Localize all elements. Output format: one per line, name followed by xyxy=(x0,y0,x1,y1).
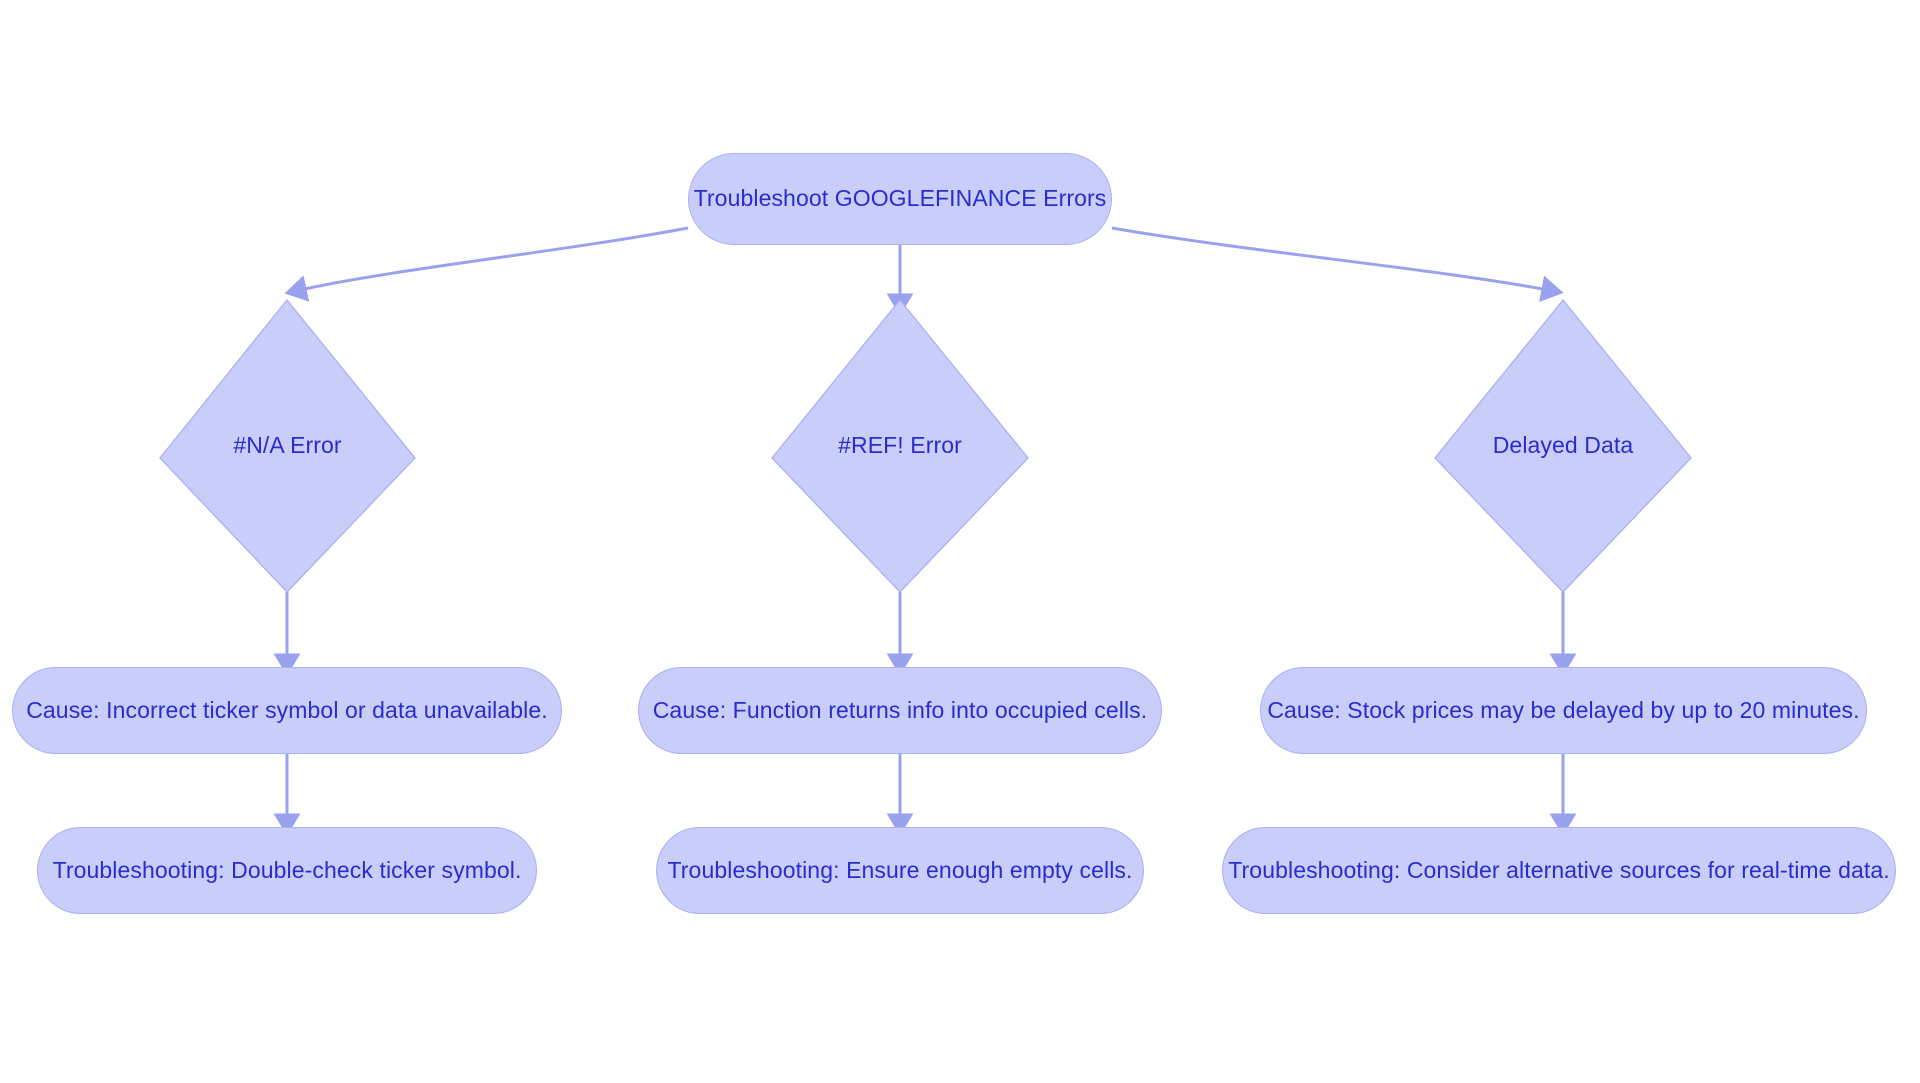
decision-label-delay: Delayed Data xyxy=(1492,432,1634,459)
decision-node-ref[interactable]: #REF! Error xyxy=(772,300,1028,592)
fix-label-delay: Troubleshooting: Consider alternative so… xyxy=(1228,856,1890,883)
fix-label-na: Troubleshooting: Double-check ticker sym… xyxy=(52,856,522,883)
cause-node-delay[interactable]: Cause: Stock prices may be delayed by up… xyxy=(1260,667,1867,754)
cause-label-na: Cause: Incorrect ticker symbol or data u… xyxy=(26,696,548,723)
decision-node-na[interactable]: #N/A Error xyxy=(160,300,415,592)
cause-node-ref[interactable]: Cause: Function returns info into occupi… xyxy=(638,667,1162,754)
root-node-label: Troubleshoot GOOGLEFINANCE Errors xyxy=(693,185,1107,212)
cause-node-na[interactable]: Cause: Incorrect ticker symbol or data u… xyxy=(12,667,562,754)
decision-node-delay[interactable]: Delayed Data xyxy=(1435,300,1691,592)
edge-root-to-na xyxy=(284,226,689,302)
cause-label-ref: Cause: Function returns info into occupi… xyxy=(652,696,1148,723)
fix-node-ref[interactable]: Troubleshooting: Ensure enough empty cel… xyxy=(656,827,1144,914)
fix-node-delay[interactable]: Troubleshooting: Consider alternative so… xyxy=(1222,827,1896,914)
decision-label-ref: #REF! Error xyxy=(838,432,962,459)
decision-label-na: #N/A Error xyxy=(233,432,342,459)
fix-node-na[interactable]: Troubleshooting: Double-check ticker sym… xyxy=(37,827,537,914)
fix-label-ref: Troubleshooting: Ensure enough empty cel… xyxy=(667,856,1133,883)
cause-label-delay: Cause: Stock prices may be delayed by up… xyxy=(1267,696,1860,723)
edge-root-to-delay xyxy=(1111,226,1564,303)
root-node[interactable]: Troubleshoot GOOGLEFINANCE Errors xyxy=(688,153,1112,245)
